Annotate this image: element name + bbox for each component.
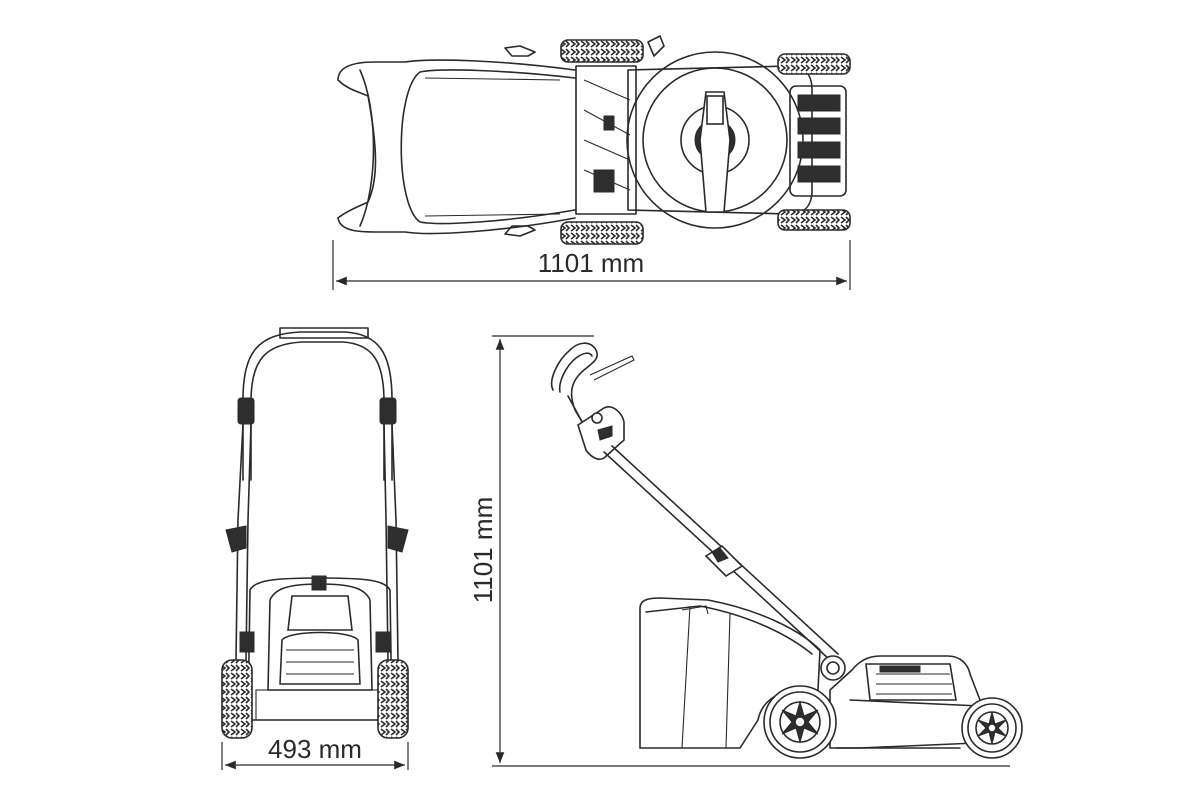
top-handle bbox=[337, 59, 576, 235]
front-dimension-label: 493 mm bbox=[268, 734, 362, 764]
side-dimension-label: 1101 mm bbox=[468, 497, 498, 603]
top-dimension: 1101 mm bbox=[332, 240, 851, 290]
side-dimension: 1101 mm bbox=[468, 335, 1010, 767]
front-wheel-left bbox=[221, 659, 253, 739]
front-wheel-right bbox=[377, 659, 409, 739]
side-wheel-rear bbox=[763, 685, 837, 759]
front-view bbox=[221, 327, 409, 739]
top-wheel-rear-left bbox=[560, 39, 644, 63]
front-handle bbox=[242, 331, 393, 481]
top-dimension-label: 1101 mm bbox=[538, 248, 644, 278]
side-wheel-front bbox=[961, 697, 1023, 759]
front-body bbox=[247, 577, 393, 721]
top-wheel-front-right bbox=[777, 209, 851, 231]
side-handle bbox=[551, 342, 601, 453]
top-wheel-front-left bbox=[777, 53, 851, 75]
top-view bbox=[337, 35, 851, 245]
side-grass-box bbox=[639, 597, 821, 749]
side-view bbox=[551, 342, 1023, 759]
top-wheel-rear-right bbox=[560, 221, 644, 245]
front-dimension: 493 mm bbox=[221, 734, 409, 770]
